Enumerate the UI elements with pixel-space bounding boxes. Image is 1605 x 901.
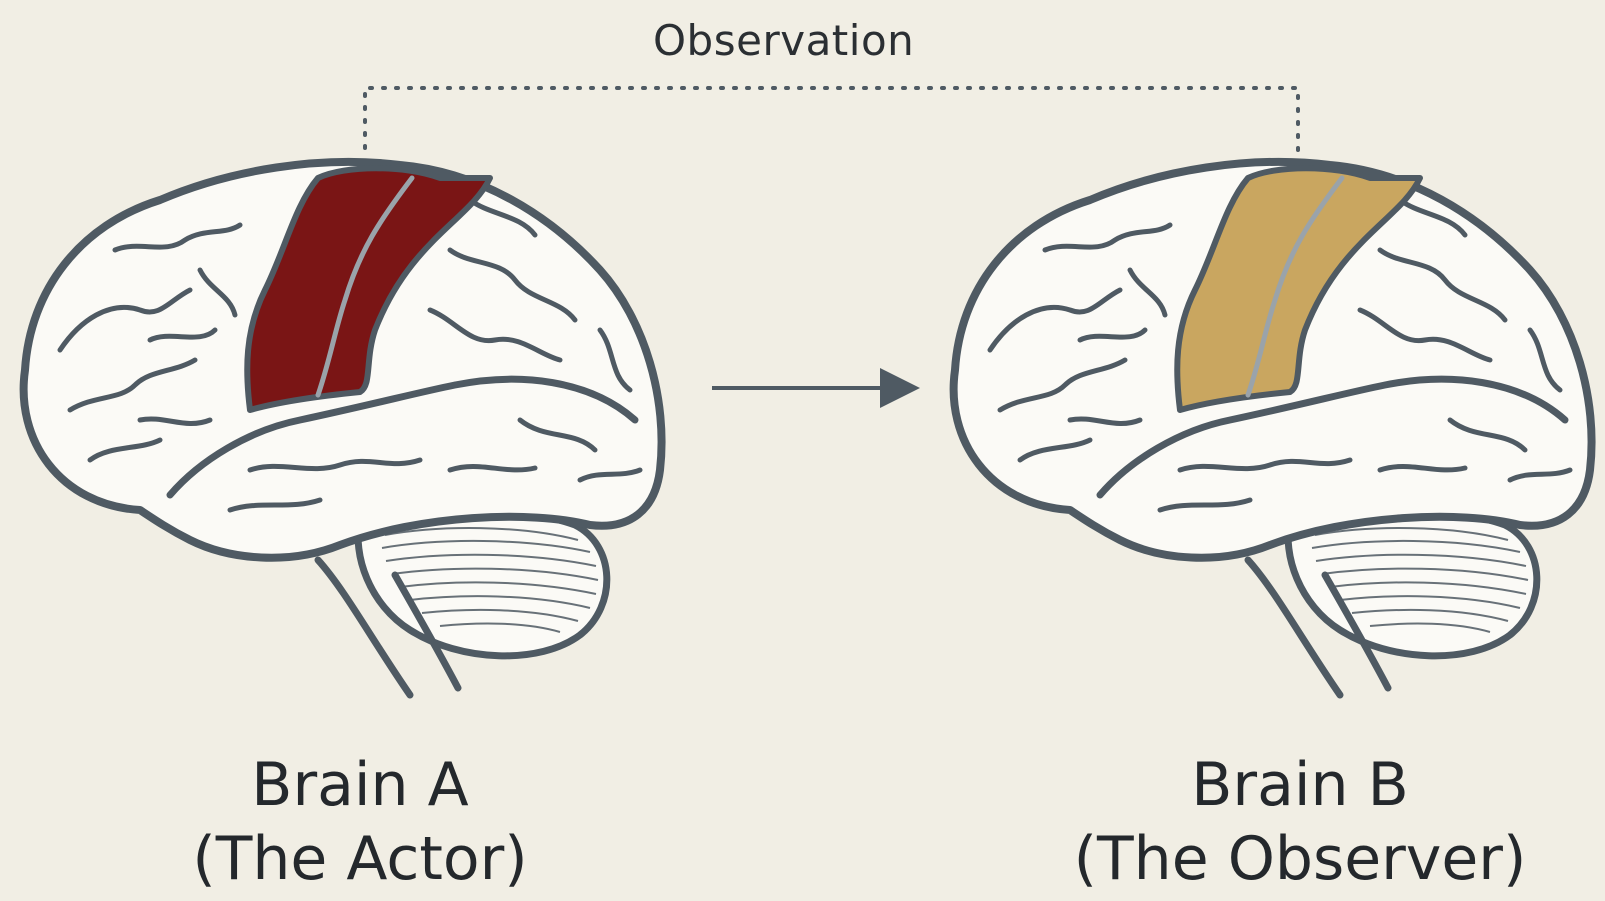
brain-b-illustration xyxy=(954,162,1592,695)
brain-b-role: (The Observer) xyxy=(1020,822,1580,896)
brain-a-role: (The Actor) xyxy=(110,822,610,896)
brain-a-illustration xyxy=(24,162,662,695)
brain-b-name: Brain B xyxy=(1020,748,1580,822)
brain-a-name: Brain A xyxy=(110,748,610,822)
brain-a-caption: Brain A (The Actor) xyxy=(110,748,610,896)
observation-label: Observation xyxy=(653,16,953,65)
observation-connector xyxy=(365,88,1298,160)
brain-b-caption: Brain B (The Observer) xyxy=(1020,748,1580,896)
arrow-icon xyxy=(712,368,920,408)
